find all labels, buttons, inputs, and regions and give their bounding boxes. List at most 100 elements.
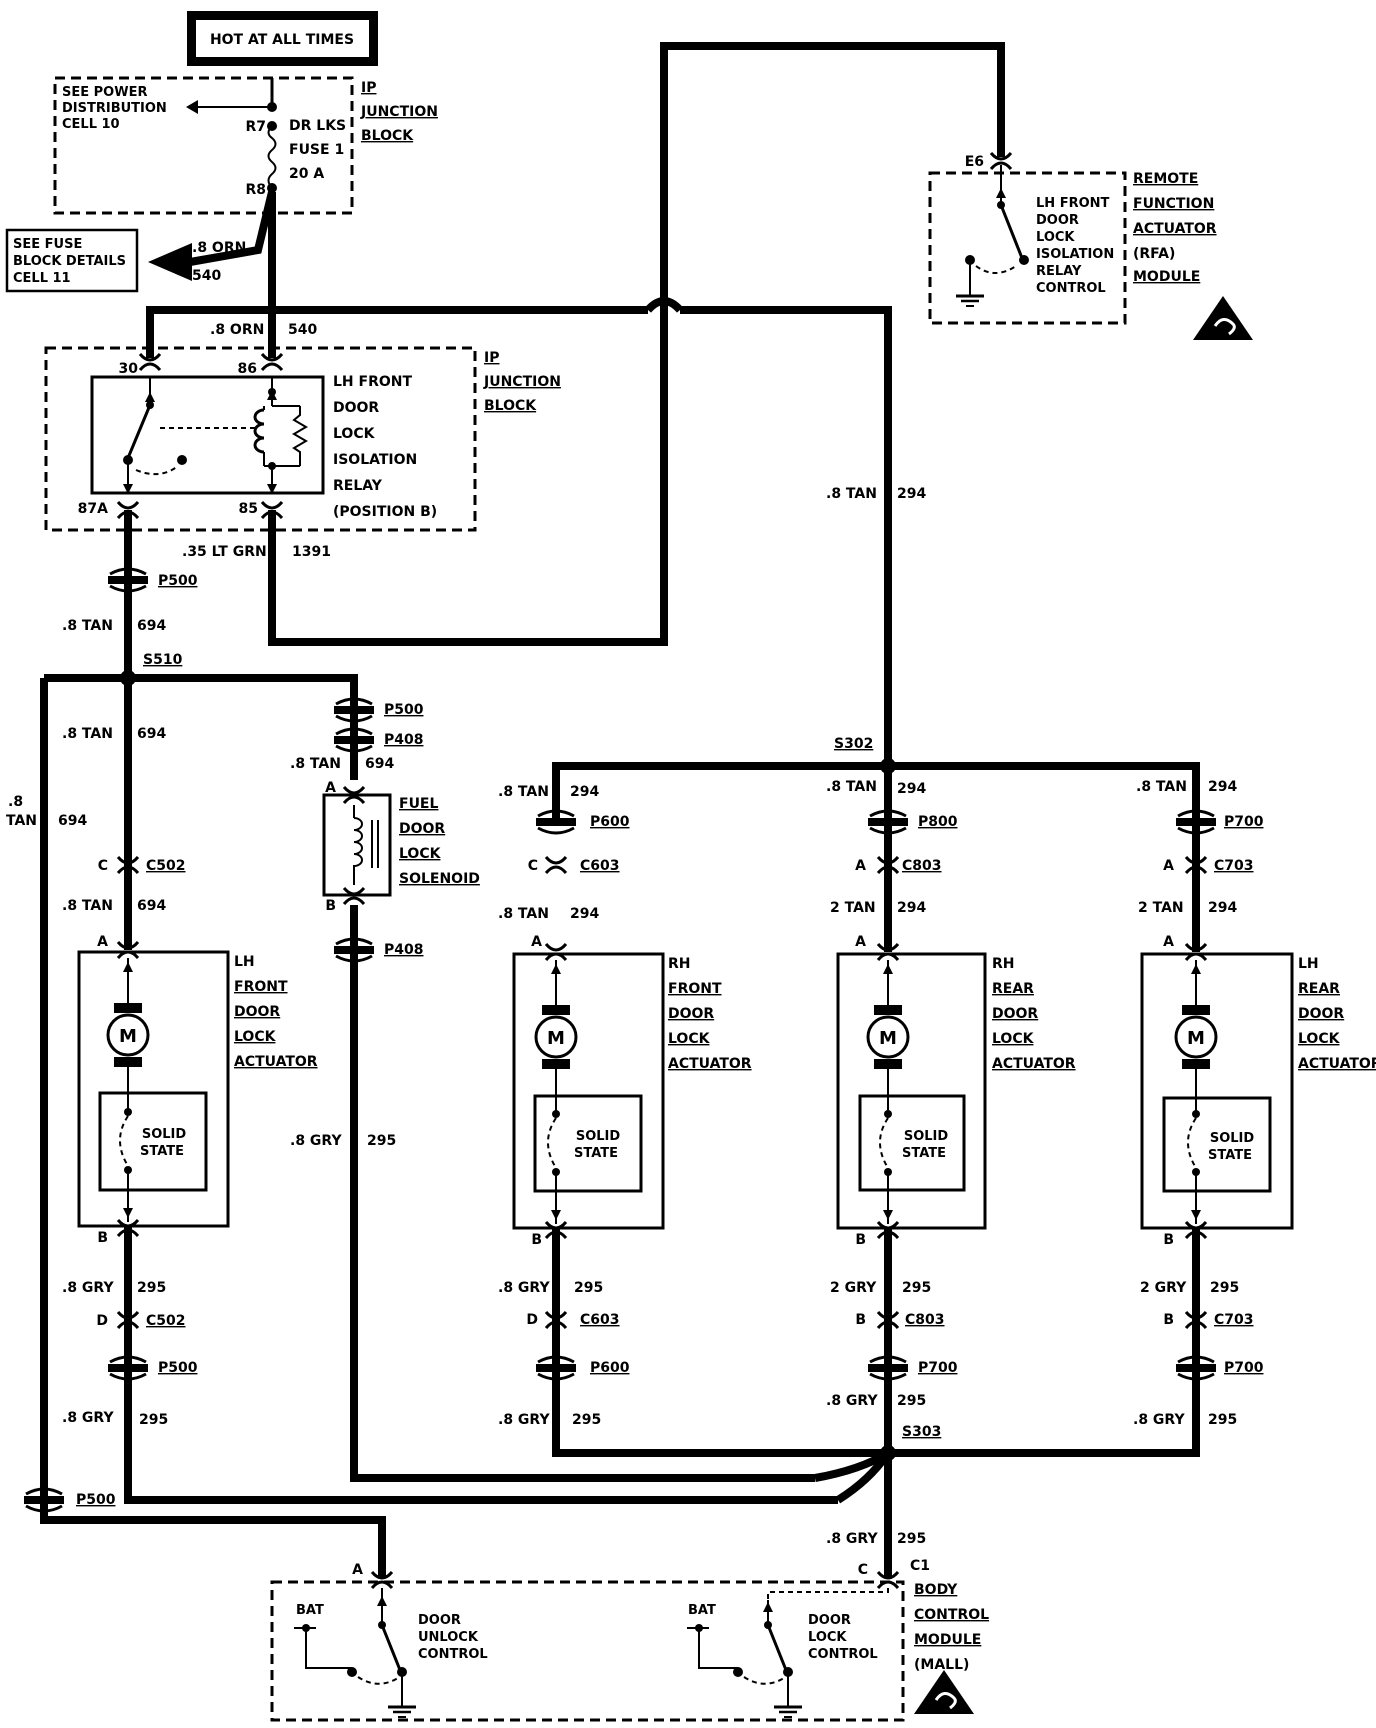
lh-front-door-lock-isolation-relay: 30 86 87A 85 LH FRONT DOOR LOCK ISOLATIO…	[44, 346, 561, 532]
esd-warning-icon	[912, 1668, 976, 1716]
pin-label: A	[855, 858, 866, 874]
splice-label: S510	[143, 652, 183, 668]
ipjb-name: BLOCK	[361, 128, 414, 144]
c603-c-connector	[544, 855, 568, 875]
bat-label: BAT	[296, 1603, 324, 1618]
motor-label: M	[547, 1028, 565, 1049]
circuit-label: 1391	[292, 544, 331, 560]
wire-label: 2 GRY	[830, 1280, 877, 1296]
actuator-label: LH	[234, 954, 255, 970]
wire-label: .8 TAN	[498, 906, 549, 922]
solid-state-label: STATE	[902, 1146, 946, 1161]
connector-label: C703	[1214, 858, 1254, 874]
actuator-label: DOOR	[1298, 1006, 1344, 1022]
pin-label: A	[531, 934, 542, 950]
fuel-label: SOLENOID	[399, 871, 480, 887]
wire-label: .8 GRY	[826, 1531, 878, 1547]
solid-state-label: STATE	[574, 1146, 618, 1161]
pin-label: B	[1163, 1312, 1174, 1328]
fuel-door-lock-solenoid: A B FUEL DOOR LOCK SOLENOID	[322, 780, 480, 914]
actuator-label: DOOR	[992, 1006, 1038, 1022]
hot-at-all-times-box: HOT AT ALL TIMES	[187, 11, 378, 66]
connector-label: C803	[905, 1312, 945, 1328]
circuit-label: 295	[902, 1280, 931, 1296]
rh-front-door-lock-actuator: A B M SOLID STATE RH FRONT DOOR LOCK ACT…	[512, 934, 752, 1248]
pin-label: B	[855, 1312, 866, 1328]
fuse-details-label: SEE FUSE	[13, 237, 82, 252]
actuator-label: DOOR	[668, 1006, 714, 1022]
splice-label: S303	[902, 1424, 941, 1440]
wire-label: .8 GRY	[498, 1412, 550, 1428]
pin-label: D	[526, 1312, 538, 1328]
connector-label: C1	[910, 1558, 930, 1574]
resistor-icon	[292, 406, 308, 466]
rfa-name: MODULE	[1133, 269, 1200, 285]
ipjb-name: IP	[361, 80, 376, 96]
fuse-details-label: CELL 11	[13, 271, 71, 286]
solenoid-coil-icon	[353, 805, 363, 885]
pin-label: A	[855, 934, 866, 950]
wire-label: .8 GRY	[826, 1393, 878, 1409]
wire-label: 2 GRY	[1140, 1280, 1187, 1296]
wire-label: 2 TAN	[830, 900, 876, 916]
wire-label: .8 GRY	[62, 1410, 114, 1426]
connector-label: P408	[384, 732, 423, 748]
actuator-label: RH	[992, 956, 1015, 972]
circuit-label: 295	[897, 1393, 926, 1409]
connector-label: C803	[902, 858, 942, 874]
relay-label: DOOR	[333, 400, 379, 416]
fuel-label: LOCK	[399, 846, 442, 862]
bat-label: BAT	[688, 1603, 716, 1618]
circuit-label: 540	[192, 268, 221, 284]
circuit-label: 694	[137, 898, 166, 914]
motor-label: M	[119, 1026, 137, 1047]
wire-label: .8 ORN	[210, 322, 264, 338]
connector-label: P600	[590, 1360, 630, 1376]
relay-coil-icon	[253, 408, 265, 454]
relay-label: ISOLATION	[333, 452, 417, 468]
circuit-label: 294	[897, 781, 926, 797]
bcm-name: CONTROL	[914, 1607, 989, 1623]
relay-label: LOCK	[333, 426, 376, 442]
rfa-name: ACTUATOR	[1133, 221, 1217, 237]
ground-icon	[772, 1693, 804, 1719]
fuel-label: FUEL	[399, 796, 438, 812]
solid-state-label: STATE	[1208, 1148, 1252, 1163]
see-power-label: CELL 10	[62, 117, 120, 132]
rfa-inner-label: CONTROL	[1036, 281, 1106, 296]
r8-label: R8	[245, 182, 266, 198]
solid-state-label: SOLID	[904, 1129, 949, 1144]
wire-label: 2 TAN	[1138, 900, 1184, 916]
connector-label: P500	[384, 702, 424, 718]
wire-label: .8 ORN	[192, 240, 246, 256]
pin-86-label: 86	[238, 361, 257, 377]
relay-label: LH FRONT	[333, 374, 412, 390]
r8-terminal	[267, 183, 277, 193]
pin-label: A	[325, 780, 336, 796]
actuator-label: ACTUATOR	[992, 1056, 1076, 1072]
lock-control-label: DOOR	[808, 1613, 851, 1628]
wire-label: .35 LT GRN	[182, 544, 267, 560]
pin-label: C	[858, 1562, 868, 1578]
actuator-label: ACTUATOR	[668, 1056, 752, 1072]
ground-icon	[386, 1693, 418, 1719]
rfa-inner-label: LH FRONT	[1036, 196, 1110, 211]
circuit-label: 295	[1208, 1412, 1237, 1428]
fuse-label: DR LKS	[289, 118, 346, 134]
see-power-label: SEE POWER	[62, 85, 147, 100]
ipjb-name: JUNCTION	[360, 104, 438, 120]
arrow-left-icon	[186, 100, 198, 114]
pin-e6-label: E6	[965, 154, 984, 170]
circuit-label: 694	[137, 618, 166, 634]
connector-label: P700	[1224, 814, 1264, 830]
wire-label: .8 GRY	[498, 1280, 550, 1296]
relay-block-name: BLOCK	[484, 398, 537, 414]
connector-label: P800	[918, 814, 958, 830]
connector-label: P700	[1224, 1360, 1264, 1376]
pin-label: A	[1163, 858, 1174, 874]
wire-label: .8 GRY	[290, 1133, 342, 1149]
wire-label: .8 TAN	[1136, 779, 1187, 795]
solid-state-label: SOLID	[142, 1127, 187, 1142]
wire-label: .8 TAN	[826, 486, 877, 502]
